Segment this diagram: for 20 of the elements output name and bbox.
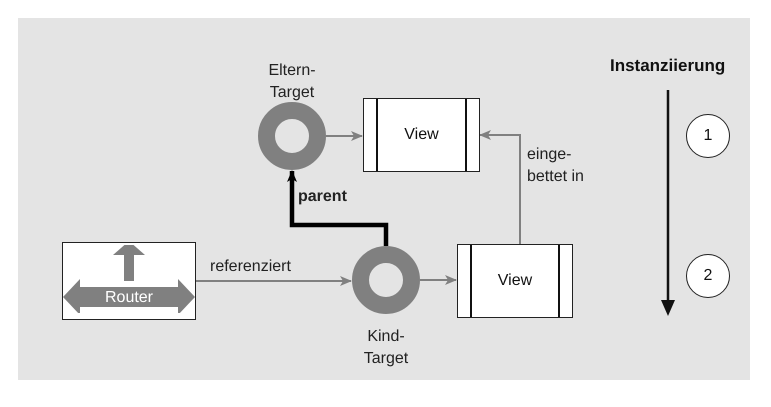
arrow xyxy=(196,276,352,286)
target-ring xyxy=(352,246,420,314)
arrow xyxy=(287,170,388,246)
node-label: Router xyxy=(104,289,154,307)
direction-label: Instanziierung xyxy=(610,56,726,76)
view-box xyxy=(457,244,573,318)
arrow xyxy=(479,130,521,244)
node-label: View xyxy=(404,126,439,144)
arrow xyxy=(326,131,363,141)
view-box xyxy=(363,98,480,172)
target-caption: Eltern- Target xyxy=(267,61,317,103)
arrow xyxy=(420,275,457,285)
edge-label: parent xyxy=(298,187,347,207)
target-ring xyxy=(258,102,326,170)
node-label: 1 xyxy=(704,127,712,145)
edge-label: einge- bettet in xyxy=(527,145,585,187)
target-caption: Kind- Target xyxy=(362,327,410,369)
node-label: 2 xyxy=(704,267,712,285)
edge-label: referenziert xyxy=(210,257,291,277)
node-label: View xyxy=(498,272,532,290)
